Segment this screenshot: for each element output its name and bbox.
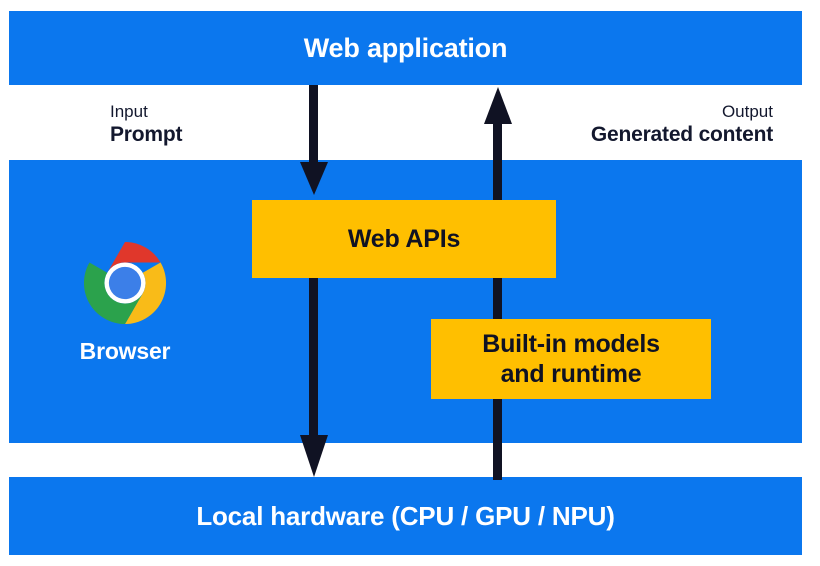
- box-builtin-models-line1: Built-in models: [482, 329, 660, 358]
- box-web-apis-label: Web APIs: [347, 224, 461, 253]
- browser-caption: Browser: [79, 338, 171, 364]
- output-value: Generated content: [590, 123, 773, 147]
- input-caption: Input: [110, 102, 148, 121]
- box-builtin-models-label: Built-in models and runtime: [482, 329, 660, 390]
- chrome-logo-icon: [83, 241, 167, 325]
- arrow-up-icon-output-top: [484, 87, 512, 162]
- label-output-flow: Output Generated content: [591, 101, 773, 149]
- band-local-hardware: Local hardware (CPU / GPU / NPU): [9, 477, 802, 555]
- band-local-hardware-label: Local hardware (CPU / GPU / NPU): [196, 501, 615, 531]
- browser-block: Browser: [52, 240, 198, 365]
- input-value: Prompt: [110, 123, 183, 147]
- box-builtin-models-line2: and runtime: [500, 360, 642, 388]
- label-input-flow: Input Prompt: [110, 101, 183, 149]
- box-web-apis[interactable]: Web APIs: [252, 200, 556, 278]
- band-web-application: Web application: [9, 11, 802, 85]
- box-builtin-models[interactable]: Built-in models and runtime: [431, 319, 711, 399]
- arrow-down-icon-input-top: [300, 85, 328, 195]
- band-web-application-label: Web application: [303, 33, 508, 63]
- output-caption: Output: [721, 102, 773, 121]
- arrow-down-icon-input-bottom: [300, 277, 328, 477]
